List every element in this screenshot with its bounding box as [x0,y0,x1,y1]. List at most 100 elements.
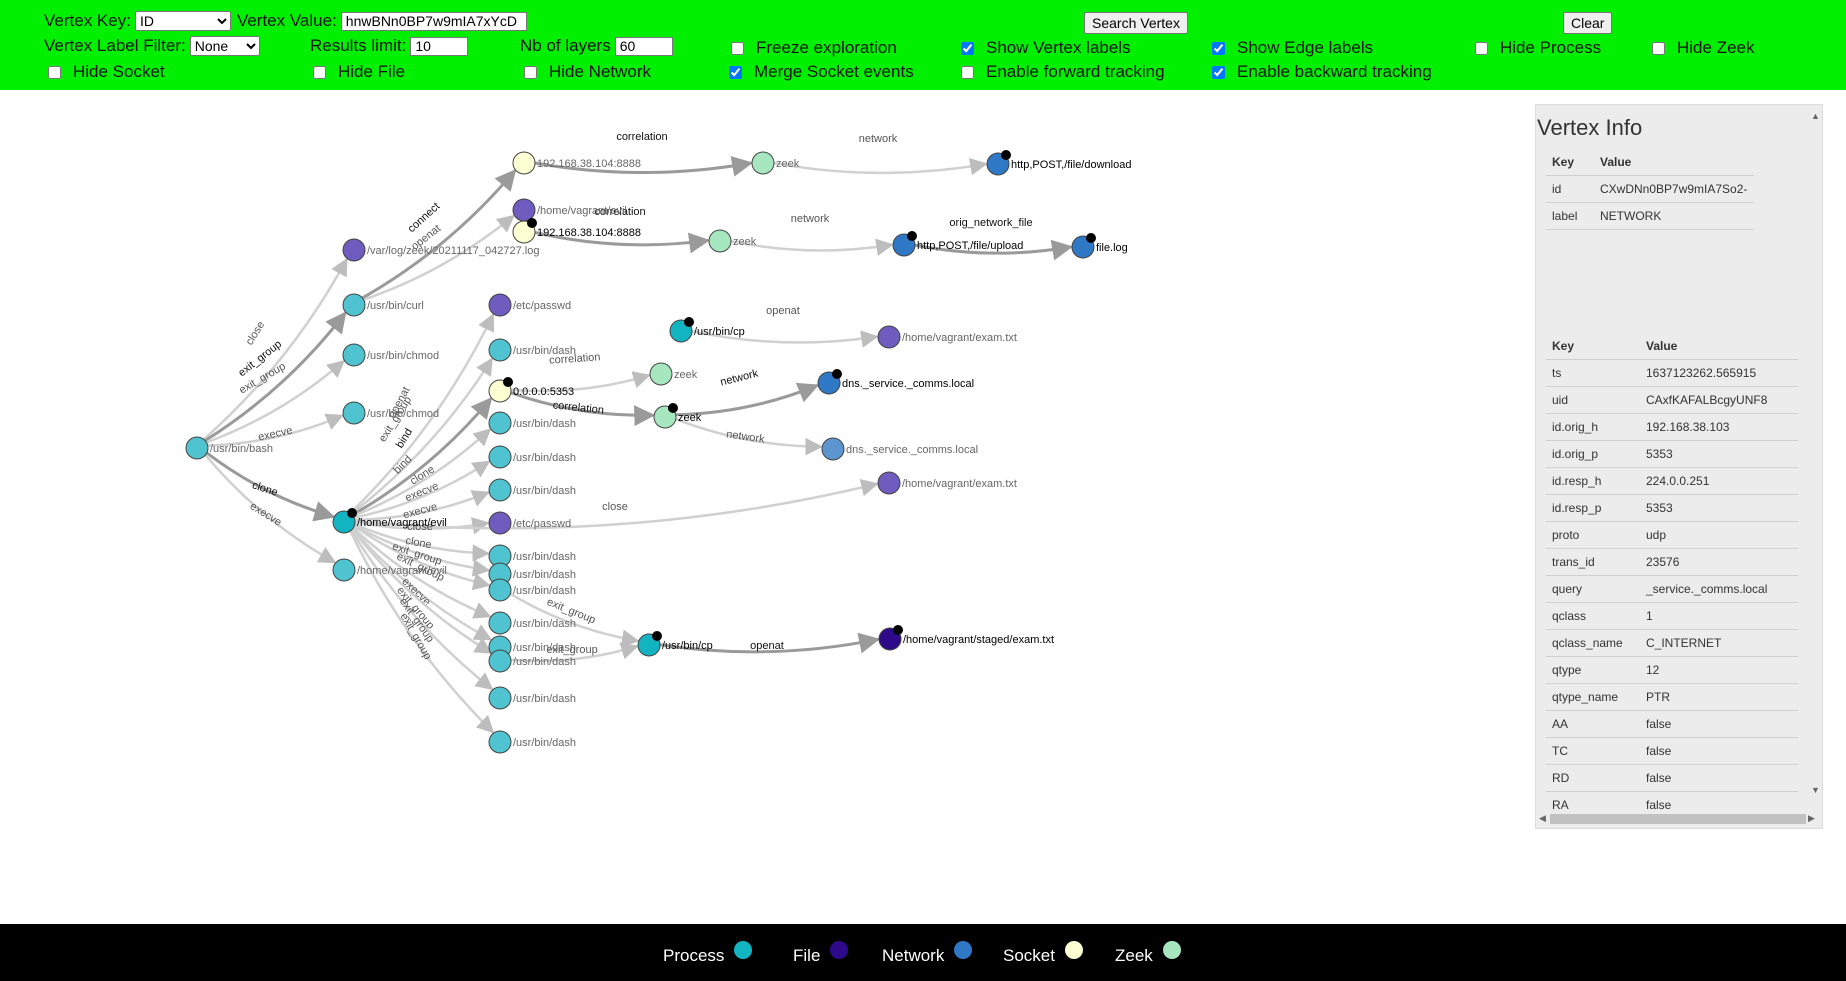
enable-forward-tracking-box[interactable] [961,65,974,79]
graph-node-dns1[interactable]: dns._service._comms.local [817,369,974,395]
graph-node-dash5[interactable]: /usr/bin/dash [488,544,576,568]
graph-edge[interactable] [354,490,490,522]
scroll-up-icon[interactable]: ▲ [1811,111,1820,121]
hide-file-box[interactable] [313,65,326,79]
graph-node-dash10[interactable]: /usr/bin/dash [488,649,576,673]
node-circle[interactable] [708,229,732,253]
freeze-exploration-checkbox[interactable]: Freeze exploration [731,38,897,58]
graph-edge[interactable] [207,413,344,447]
show-vertex-labels-box[interactable] [961,41,974,55]
show-edge-labels-checkbox[interactable]: Show Edge labels [1212,38,1373,58]
graph-edge[interactable] [510,371,651,393]
graph-edge[interactable] [659,632,881,654]
scroll-right-icon[interactable]: ▶ [1808,813,1815,823]
vertex-value-input[interactable] [340,11,527,31]
graph-edge[interactable] [351,528,493,641]
node-circle[interactable] [488,611,512,635]
graph-edge[interactable] [203,257,348,441]
hide-network-box[interactable] [524,65,537,79]
node-circle[interactable] [488,338,512,362]
graph-node-dash8[interactable]: /usr/bin/dash [488,611,576,635]
graph-node-zeek4[interactable]: zeek [653,403,702,429]
show-edge-labels-box[interactable] [1212,41,1225,55]
node-circle[interactable] [332,558,356,582]
show-vertex-labels-checkbox[interactable]: Show Vertex labels [961,38,1131,58]
graph-edge[interactable] [354,517,490,535]
node-circle[interactable] [488,686,512,710]
graph-node-net_dl[interactable]: http,POST,/file/download [986,150,1131,176]
node-circle[interactable] [488,411,512,435]
graph-node-dash3[interactable]: /usr/bin/dash [488,445,576,469]
graph-node-sock2[interactable]: 192.168.38.104:8888 [512,218,641,244]
node-circle[interactable] [488,293,512,317]
graph-edge[interactable] [773,158,988,176]
merge-socket-events-box[interactable] [729,65,742,79]
node-circle[interactable] [488,578,512,602]
hide-file-checkbox[interactable]: Hide File [313,62,405,82]
enable-backward-tracking-checkbox[interactable]: Enable backward tracking [1212,62,1432,82]
hide-zeek-checkbox[interactable]: Hide Zeek [1652,38,1754,58]
graph-node-dash7[interactable]: /usr/bin/dash [488,578,576,602]
graph-node-bash[interactable]: /usr/bin/bash [185,436,273,460]
graph-node-zeek2[interactable]: zeek [708,229,757,253]
graph-edge[interactable] [204,311,347,442]
graph-edge[interactable] [510,391,656,427]
graph-node-passwd2[interactable]: /etc/passwd [488,511,571,535]
graph-node-dash12[interactable]: /usr/bin/dash [488,730,576,754]
graph-edge[interactable] [205,451,336,522]
graph-edge[interactable] [353,460,491,519]
graph-edge[interactable] [675,417,823,456]
node-circle[interactable] [821,437,845,461]
node-circle[interactable] [185,436,209,460]
graph-node-cp1[interactable]: /usr/bin/cp [669,317,745,343]
graph-node-sock3[interactable]: 0.0.0.0:5353 [488,377,574,403]
node-circle[interactable] [877,325,901,349]
graph-node-filelog[interactable]: file.log [1071,233,1128,259]
graph-node-zeek3[interactable]: zeek [649,362,698,386]
graph-edge[interactable] [361,169,517,300]
graph-edge[interactable] [730,238,894,256]
layers-input[interactable] [614,36,673,56]
graph-edge[interactable] [352,527,492,619]
merge-socket-events-checkbox[interactable]: Merge Socket events [729,62,914,82]
node-circle[interactable] [488,649,512,673]
hide-socket-box[interactable] [48,65,61,79]
graph-node-dash2[interactable]: /usr/bin/dash [488,411,576,435]
graph-node-evil1[interactable]: /home/vagrant/evil [332,508,447,534]
graph-edge[interactable] [349,530,495,734]
horizontal-scroll-thumb[interactable] [1550,814,1806,824]
hide-zeek-box[interactable] [1652,41,1665,55]
graph-node-dns2[interactable]: dns._service._comms.local [821,437,978,461]
graph-node-chmod1[interactable]: /usr/bin/chmod [342,343,439,367]
graph-node-exam2[interactable]: /home/vagrant/exam.txt [877,471,1017,495]
graph-node-zeek1[interactable]: zeek [751,151,800,175]
graph-edge[interactable] [354,523,491,562]
hide-process-checkbox[interactable]: Hide Process [1475,38,1601,58]
graph-node-dash6[interactable]: /usr/bin/dash [488,562,576,586]
scroll-down-icon[interactable]: ▼ [1811,785,1820,795]
graph-edge[interactable] [351,528,493,655]
graph-edge[interactable] [534,155,754,177]
graph-node-net_ul[interactable]: http,POST,/file/upload [892,231,1023,257]
graph-node-dash4[interactable]: /usr/bin/dash [488,478,576,502]
graph-node-chmod2[interactable]: /usr/bin/chmod [342,401,439,425]
graph-edge[interactable] [349,313,495,514]
graph-node-staged[interactable]: /home/vagrant/staged/exam.txt [878,625,1054,651]
graph-edge[interactable] [204,454,337,564]
node-circle[interactable] [512,198,536,222]
graph-node-cp2[interactable]: /usr/bin/cp [637,631,713,657]
node-circle[interactable] [512,151,536,175]
horizontal-scrollbar[interactable]: ◀ ▶ [1536,810,1822,828]
node-circle[interactable] [342,238,366,262]
graph-edge[interactable] [363,214,515,301]
graph-node-varlog[interactable]: /var/log/zeek/20211117_042727.log [342,238,539,262]
label-filter-select[interactable]: None [189,36,260,56]
search-vertex-button[interactable]: Search Vertex [1084,12,1188,34]
vertical-scrollbar[interactable]: ▲ ▼ [1808,105,1822,807]
node-circle[interactable] [342,343,366,367]
node-circle[interactable] [488,730,512,754]
hide-process-box[interactable] [1475,41,1488,55]
hide-network-checkbox[interactable]: Hide Network [524,62,651,82]
graph-edge[interactable] [350,357,493,515]
graph-node-dash11[interactable]: /usr/bin/dash [488,686,576,710]
